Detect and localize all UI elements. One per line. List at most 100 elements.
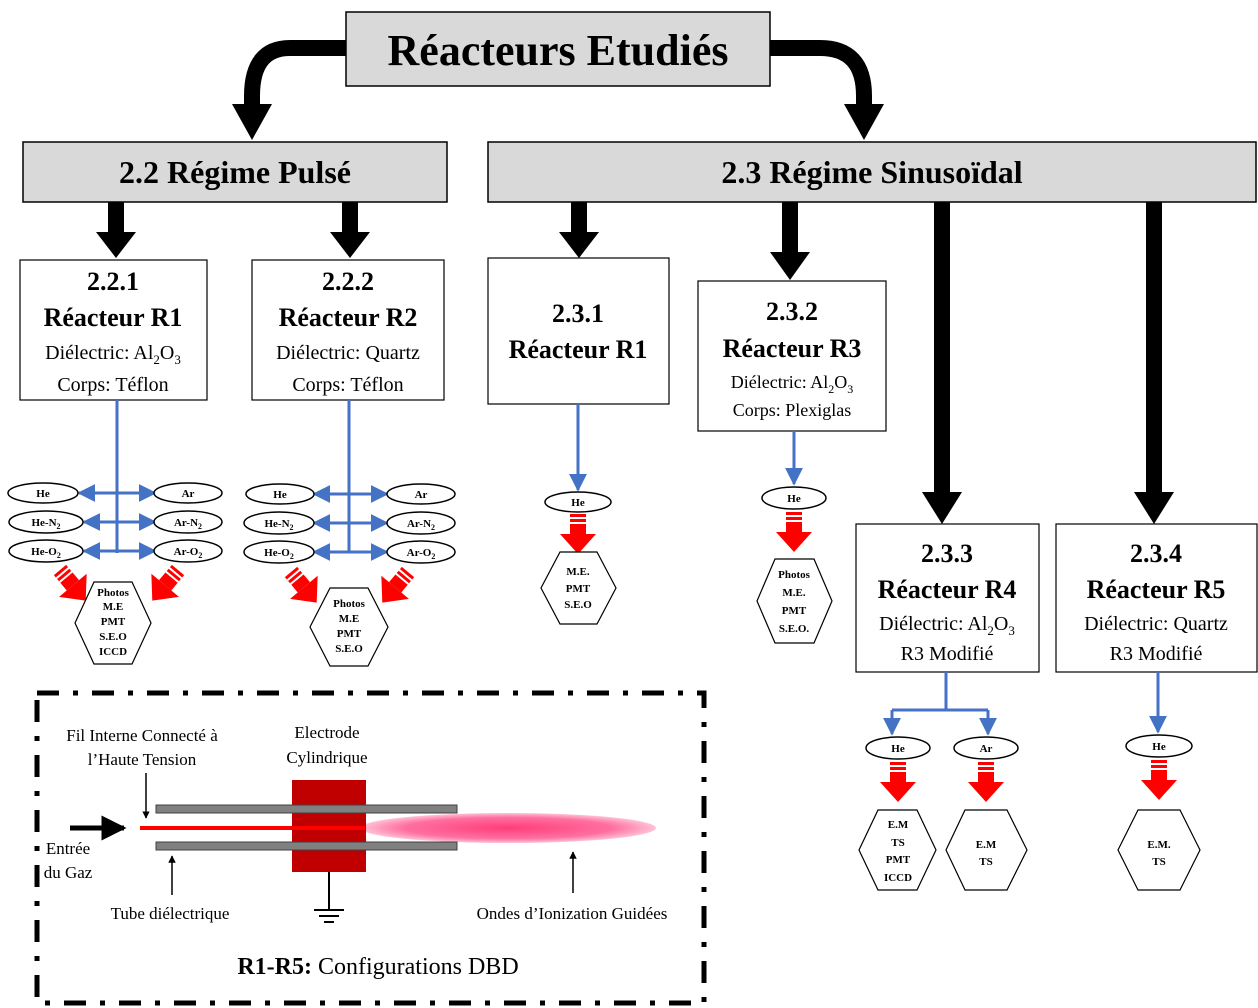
- svg-text:M.E.: M.E.: [566, 566, 589, 578]
- svg-text:M.E: M.E: [339, 613, 359, 625]
- svg-text:He: He: [273, 489, 287, 501]
- svg-text:Photos: Photos: [97, 587, 130, 599]
- gas-he-2-2-1: He: [7, 482, 79, 504]
- wire-label-line1: Fil Interne Connecté à: [66, 726, 218, 745]
- svg-text:2.2.2: 2.2.2: [322, 267, 374, 296]
- regime-sinus-box: 2.3 Régime Sinusoïdal: [487, 141, 1257, 203]
- svg-text:Ar: Ar: [182, 488, 195, 500]
- down-arrows: [96, 202, 1174, 524]
- svg-text:He-N2: He-N2: [264, 518, 293, 532]
- electrode-top: [292, 780, 366, 804]
- svg-text:S.E.O: S.E.O: [564, 599, 592, 611]
- regime-pulse-label: 2.2 Régime Pulsé: [119, 154, 351, 190]
- regime-sinus-label: 2.3 Régime Sinusoïdal: [721, 154, 1022, 190]
- title-arrow-left: [232, 40, 346, 140]
- svg-text:ICCD: ICCD: [884, 872, 912, 884]
- setup-frame: [34, 690, 707, 1006]
- svg-text:S.E.O.: S.E.O.: [779, 623, 810, 635]
- svg-text:He: He: [1152, 741, 1166, 753]
- gas-he-2-3-1: He: [544, 491, 612, 513]
- svg-text:He-O2: He-O2: [31, 546, 61, 560]
- gas-he-2-3-3: He: [865, 736, 931, 760]
- svg-text:TS: TS: [891, 837, 904, 849]
- tube-label: Tube diélectrique: [111, 904, 230, 923]
- svg-text:He: He: [891, 743, 905, 755]
- tube-wall-top: [155, 804, 458, 814]
- regime-pulse-box: 2.2 Régime Pulsé: [22, 141, 448, 203]
- svg-text:Réacteur R4: Réacteur R4: [878, 575, 1017, 604]
- svg-text:E.M: E.M: [976, 839, 997, 851]
- electrode-label-line2: Cylindrique: [286, 748, 367, 767]
- svg-text:Photos: Photos: [778, 569, 811, 581]
- svg-text:ICCD: ICCD: [99, 646, 127, 658]
- svg-text:Diélectric: Al2O3: Diélectric: Al2O3: [731, 372, 853, 396]
- title-text: Réacteurs Etudiés: [388, 26, 729, 75]
- gas-ar-2-2-1: Ar: [153, 482, 223, 504]
- svg-text:Diélectric: Al2O3: Diélectric: Al2O3: [879, 613, 1015, 638]
- diagnostics-2-3-2: Photos M.E. PMT S.E.O.: [756, 558, 833, 644]
- svg-text:2.3.4: 2.3.4: [1130, 539, 1182, 568]
- reactor-2-3-4: 2.3.4 Réacteur R5 Diélectric: Quartz R3 …: [1055, 523, 1258, 673]
- gas-he-n2-2-2-2: He-N2: [243, 511, 315, 535]
- svg-text:Ar-O2: Ar-O2: [407, 547, 436, 561]
- svg-text:Réacteur R5: Réacteur R5: [1087, 575, 1226, 604]
- svg-text:PMT: PMT: [566, 583, 591, 595]
- gas-ar-n2-2-2-1: Ar-N2: [153, 510, 223, 534]
- svg-text:Ar-N2: Ar-N2: [174, 517, 202, 531]
- gas-he-o2-2-2-1: He-O2: [8, 539, 84, 563]
- svg-text:2.3.2: 2.3.2: [766, 297, 818, 326]
- gas-ar-o2-2-2-1: Ar-O2: [153, 539, 223, 563]
- svg-text:TS: TS: [1152, 856, 1165, 868]
- svg-text:2.3.1: 2.3.1: [552, 299, 604, 328]
- svg-text:M.E.: M.E.: [782, 587, 805, 599]
- svg-text:Diélectric: Quartz: Diélectric: Quartz: [276, 342, 420, 364]
- svg-text:Corps: Téflon: Corps: Téflon: [292, 374, 403, 396]
- reactor-2-2-2: 2.2.2 Réacteur R2 Diélectric: Quartz Cor…: [251, 259, 445, 401]
- svg-text:2.3.3: 2.3.3: [921, 539, 973, 568]
- svg-text:Corps: Plexiglas: Corps: Plexiglas: [733, 400, 852, 420]
- waves-label: Ondes d’Ionization Guidées: [477, 904, 668, 923]
- diagnostics-2-2-1: Photos M.E PMT S.E.O ICCD: [74, 581, 152, 665]
- tube-wall-bottom: [155, 841, 458, 851]
- wire-label-line2: l’Haute Tension: [88, 750, 197, 769]
- svg-text:TS: TS: [979, 856, 992, 868]
- svg-text:PMT: PMT: [337, 628, 362, 640]
- svg-text:2.2.1: 2.2.1: [87, 267, 139, 296]
- diagnostics-2-3-3-ar: E.M TS: [945, 809, 1028, 891]
- gas-inlet-label-line1: Entrée: [46, 839, 90, 858]
- svg-text:PMT: PMT: [101, 616, 126, 628]
- electrode-bottom: [292, 851, 366, 872]
- svg-text:Réacteur R3: Réacteur R3: [723, 334, 862, 363]
- gas-inlet-label-line2: du Gaz: [44, 863, 93, 882]
- gas-he-2-2-2: He: [245, 483, 315, 505]
- diagnostics-2-3-4: E.M. TS: [1117, 809, 1201, 891]
- svg-text:Réacteur R1: Réacteur R1: [509, 335, 648, 364]
- ground-icon: [314, 909, 344, 923]
- gas-connectors-2-2-2: [312, 400, 389, 561]
- gas-ar-o2-2-2-2: Ar-O2: [386, 540, 456, 564]
- svg-text:E.M.: E.M.: [1147, 839, 1170, 851]
- reactor-2-3-3: 2.3.3 Réacteur R4 Diélectric: Al2O3 R3 M…: [855, 523, 1040, 673]
- svg-text:Corps: Téflon: Corps: Téflon: [57, 374, 168, 396]
- reactor-2-2-1: 2.2.1 Réacteur R1 Diélectric: Al2O3 Corp…: [19, 259, 208, 401]
- svg-text:Réacteur R2: Réacteur R2: [279, 303, 418, 332]
- setup-diagram: [70, 773, 656, 923]
- svg-text:He-O2: He-O2: [264, 547, 294, 561]
- electrode-label-line1: Electrode: [294, 723, 359, 742]
- plasma-jet: [360, 813, 656, 843]
- gas-he-n2-2-2-1: He-N2: [8, 510, 84, 534]
- svg-text:PMT: PMT: [782, 605, 807, 617]
- svg-text:S.E.O: S.E.O: [99, 631, 127, 643]
- svg-text:Réacteur R1: Réacteur R1: [44, 303, 183, 332]
- setup-caption: R1-R5: Configurations DBD: [237, 954, 518, 980]
- gas-connectors-sinus: [569, 404, 1167, 736]
- diagnostics-2-3-1: M.E. PMT S.E.O: [540, 551, 617, 625]
- svg-text:R3 Modifié: R3 Modifié: [901, 643, 994, 665]
- title-arrow-right: [770, 40, 884, 140]
- svg-text:He: He: [787, 493, 801, 505]
- svg-text:Photos: Photos: [333, 598, 366, 610]
- svg-text:PMT: PMT: [886, 854, 911, 866]
- svg-text:Diélectric: Quartz: Diélectric: Quartz: [1084, 613, 1228, 635]
- reactor-2-3-2: 2.3.2 Réacteur R3 Diélectric: Al2O3 Corp…: [697, 280, 887, 432]
- svg-text:He: He: [36, 488, 50, 500]
